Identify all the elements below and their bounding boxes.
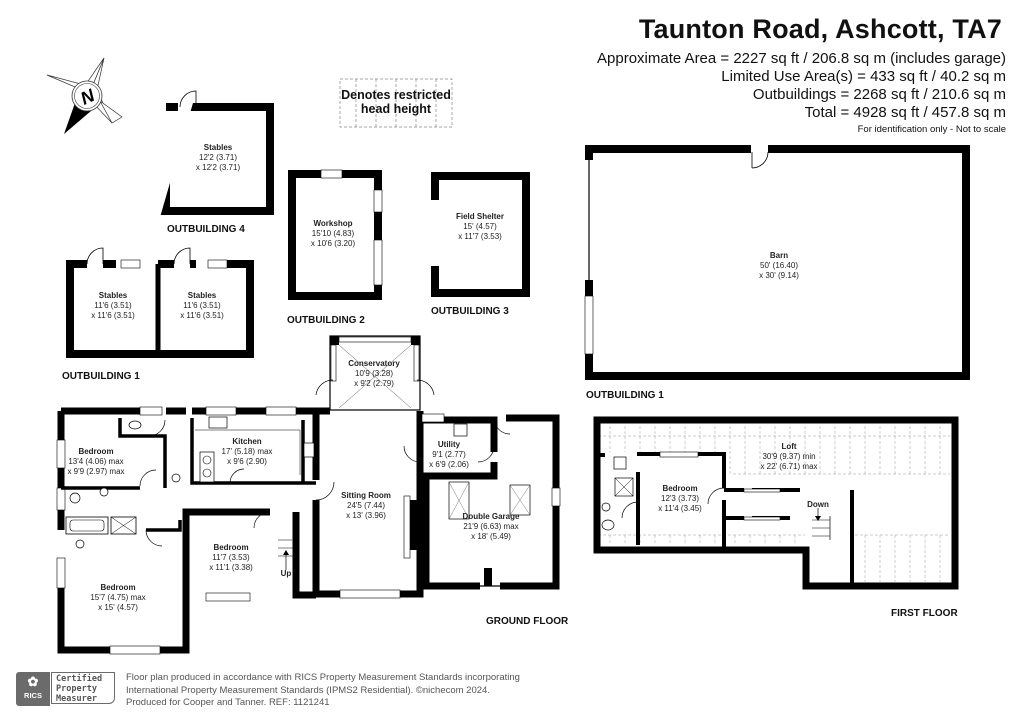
room-dimension: 11'6 (3.51) [94, 301, 132, 310]
room-name: Utility [438, 440, 461, 449]
outbuilding-3-field-shelter: Field Shelter 15' (4.57) x 11'7 (3.53) [431, 172, 530, 297]
room-dimension: x 22' (6.71) max [760, 462, 817, 471]
room-dimension: x 11'4 (3.45) [658, 504, 702, 513]
room-name: Barn [770, 251, 788, 260]
room-dimension: 15' (4.57) [463, 222, 497, 231]
room-name: Workshop [314, 219, 353, 228]
approximate-area: Approximate Area = 2227 sq ft / 206.8 sq… [597, 50, 1006, 67]
room-dimension: x 15' (4.57) [98, 603, 138, 612]
room-dimension: x 11'1 (3.38) [209, 563, 253, 572]
legend-line-2: head height [361, 102, 432, 116]
footer-line-3: Produced for Cooper and Tanner. REF: 112… [126, 697, 330, 708]
room-dimension: 15'7 (4.75) max [90, 593, 145, 602]
room-dimension: x 18' (5.49) [471, 532, 511, 541]
footer-line-1: Floor plan produced in accordance with R… [126, 672, 520, 683]
room-dimension: 50' (16.40) [760, 261, 798, 270]
limited-use-area: Limited Use Area(s) = 433 sq ft / 40.2 s… [721, 68, 1006, 85]
room-dimension: x 11'6 (3.51) [91, 311, 135, 320]
room-dimension: 17' (5.18) max [222, 447, 273, 456]
room-name: Loft [781, 442, 796, 451]
room-dimension: x 9'6 (2.90) [227, 457, 267, 466]
room-dimension: x 12'2 (3.71) [196, 163, 241, 172]
room-name: Field Shelter [456, 212, 504, 221]
room-name: Bedroom [100, 583, 135, 592]
outbuilding-1-stables-label: OUTBUILDING 1 [62, 371, 140, 382]
room-dimension: 13'4 (4.06) max [68, 457, 123, 466]
room-name: Stables [99, 291, 128, 300]
outbuilding-4-label: OUTBUILDING 4 [167, 224, 245, 235]
room-dimension: 24'5 (7.44) [347, 501, 385, 510]
room-dimension: 15'10 (4.83) [312, 229, 355, 238]
footer-notes: Floor plan produced in accordance with R… [126, 672, 526, 710]
outbuilding-1-barn-label: OUTBUILDING 1 [586, 390, 664, 401]
restricted-height-legend: Denotes restricted head height [339, 78, 453, 128]
ground-floor-label: GROUND FLOOR [486, 616, 569, 627]
room-dimension: x 10'6 (3.20) [311, 239, 356, 248]
room-name: Bedroom [662, 484, 697, 493]
room-dimension: x 6'9 (2.06) [429, 460, 469, 469]
room-dimension: x 9'2 (2.79) [354, 379, 394, 388]
room-dimension: x 9'9 (2.97) max [67, 467, 124, 476]
disclaimer: For identification only - Not to scale [857, 124, 1006, 135]
room-name: Sitting Room [341, 491, 391, 500]
room-dimension: 12'2 (3.71) [199, 153, 237, 162]
room-dimension: x 13' (3.96) [346, 511, 386, 520]
ground-floor-plan: Conservatory 10'9 (3.28) x 9'2 (2.79) [56, 335, 561, 655]
room-name: Double Garage [463, 512, 520, 521]
stairs-up-label: Up [281, 569, 292, 578]
total-area: Total = 4928 sq ft / 457.8 sq m [804, 104, 1006, 121]
outbuilding-3-label: OUTBUILDING 3 [431, 306, 509, 317]
stairs-down-label: Down [807, 500, 829, 509]
outbuilding-4-stables: Stables 12'2 (3.71) x 12'2 (3.71) [160, 90, 274, 215]
footer-line-2: International Property Measurement Stand… [126, 684, 490, 696]
rics-mark-icon: ✿ [27, 674, 39, 689]
room-name: Stables [188, 291, 217, 300]
room-dimension: 10'9 (3.28) [355, 369, 393, 378]
outbuilding-2-label: OUTBUILDING 2 [287, 315, 365, 326]
room-name: Bedroom [78, 447, 113, 456]
room-name: Kitchen [232, 437, 261, 446]
rics-logo: ✿ RICS [16, 672, 50, 706]
room-dimension: x 11'7 (3.53) [458, 232, 502, 241]
first-floor-plan: Down Loft 30'9 (9.37) min x 22' (6.71) m… [593, 416, 959, 590]
property-title: Taunton Road, Ashcott, TA7 [638, 14, 1002, 44]
first-floor-label: FIRST FLOOR [891, 608, 958, 619]
room-dimension: 30'9 (9.37) min [762, 452, 815, 461]
outbuilding-1-stables: Stables 11'6 (3.51) x 11'6 (3.51) Stable… [66, 247, 254, 358]
rics-badge: ✿ RICS Certified Property Measurer [16, 672, 118, 706]
outbuildings-area: Outbuildings = 2268 sq ft / 210.6 sq m [752, 86, 1006, 103]
rics-certified-label: Certified Property Measurer [51, 672, 115, 704]
room-name: Bedroom [213, 543, 248, 552]
room-dimension: 21'9 (6.63) max [463, 522, 518, 531]
stairs-up-icon [278, 539, 296, 570]
room-dimension: 12'3 (3.73) [661, 494, 699, 503]
room-dimension: 11'6 (3.51) [183, 301, 221, 310]
stairs-down-icon [812, 508, 831, 540]
compass-north-icon: N [46, 57, 123, 134]
room-dimension: 9'1 (2.77) [432, 450, 466, 459]
room-dimension: x 11'6 (3.51) [180, 311, 224, 320]
room-name: Conservatory [348, 359, 400, 368]
outbuilding-2-workshop: Workshop 15'10 (4.83) x 10'6 (3.20) [288, 169, 383, 300]
room-dimension: 11'7 (3.53) [212, 553, 250, 562]
room-name: Stables [204, 143, 233, 152]
outbuilding-1-barn: Barn 50' (16.40) x 30' (9.14) [584, 145, 970, 380]
room-dimension: x 30' (9.14) [759, 271, 799, 280]
legend-line-1: Denotes restricted [341, 88, 451, 102]
